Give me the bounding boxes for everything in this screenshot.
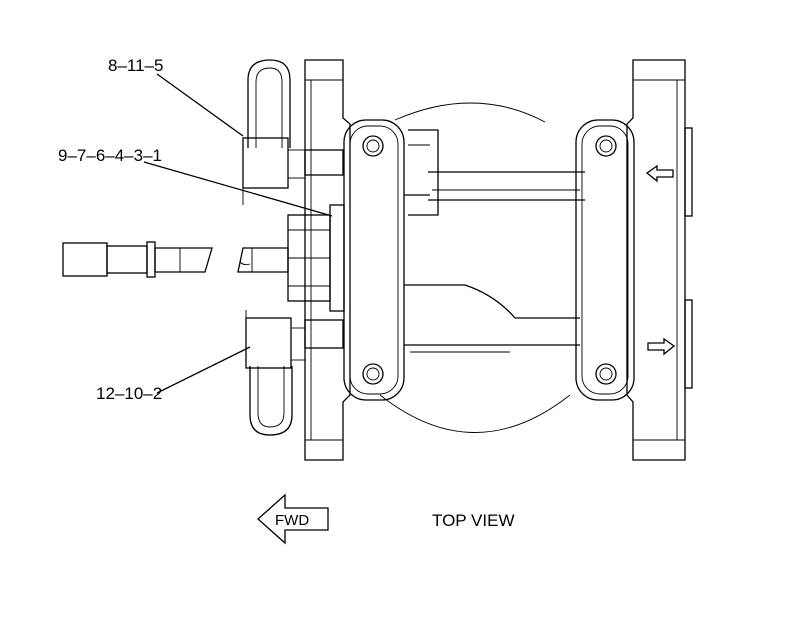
- actuator-stack: [287, 204, 345, 312]
- flow-arrow-lower: [647, 337, 676, 356]
- forward-arrow-label: FWD: [275, 512, 309, 529]
- left-link-plate: [343, 119, 405, 401]
- leader-lines: [143, 73, 333, 394]
- upper-handle: [242, 59, 306, 205]
- callout-label-middle: 9–7–6–4–3–1: [58, 146, 162, 165]
- internal-rods: [404, 129, 585, 353]
- callout-label-lower: 12–10–2: [96, 384, 162, 403]
- callout-label-upper: 8–11–5: [108, 56, 163, 75]
- flow-arrow-upper: [645, 164, 674, 183]
- valve-body-outline: [379, 102, 571, 433]
- forward-arrow-icon: [257, 493, 329, 545]
- lower-handle: [245, 310, 306, 436]
- shaft-connector: [62, 241, 289, 278]
- right-link-plate: [575, 119, 635, 401]
- right-flange: [626, 59, 693, 461]
- view-title: TOP VIEW: [432, 511, 515, 530]
- left-flange: [304, 59, 351, 461]
